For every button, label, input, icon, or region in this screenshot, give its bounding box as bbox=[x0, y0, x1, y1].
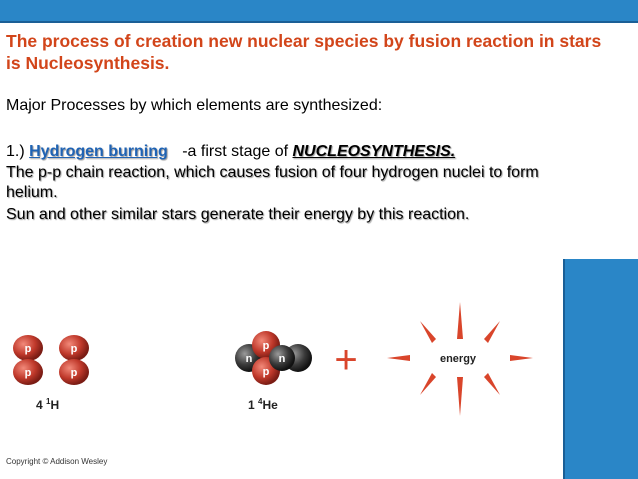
fusion-figure: p p p p n p p n + energy 4 1H 1 4He bbox=[0, 259, 563, 479]
copyright-notice: Copyright © Addison Wesley bbox=[6, 457, 108, 466]
item-number: 1.) bbox=[6, 143, 30, 160]
proton-1: p bbox=[13, 335, 43, 361]
fusion-diagram: p p p p n p p n + energy bbox=[13, 302, 533, 416]
proton-2: p bbox=[59, 335, 89, 361]
helium-nucleus: n p p n bbox=[235, 331, 312, 385]
nucleosynthesis-emphasis: NUCLEOSYNTHESIS. bbox=[292, 143, 456, 160]
top-accent-line bbox=[0, 21, 638, 23]
hydrogen-burning-term: Hydrogen burning bbox=[29, 143, 168, 160]
energy-label: energy bbox=[440, 353, 477, 365]
svg-text:p: p bbox=[263, 340, 270, 352]
reactant-label: 4 1H bbox=[36, 397, 60, 412]
svg-text:p: p bbox=[25, 367, 32, 379]
svg-text:n: n bbox=[279, 353, 286, 365]
reactant-protons: p p p p bbox=[13, 335, 89, 385]
top-accent-bar bbox=[0, 0, 638, 21]
side-accent-edge bbox=[563, 259, 565, 479]
neutron-center: n bbox=[269, 345, 295, 371]
side-accent-panel bbox=[563, 259, 638, 479]
item-line: 1.) Hydrogen burning -a first stage of N… bbox=[6, 142, 626, 162]
slide-title: The process of creation new nuclear spec… bbox=[6, 31, 602, 73]
intro-text: Major Processes by which elements are sy… bbox=[6, 97, 383, 114]
item-description: -a first stage of bbox=[177, 143, 293, 160]
sun-energy-text: Sun and other similar stars generate the… bbox=[6, 206, 470, 223]
svg-text:p: p bbox=[71, 367, 78, 379]
proton-4: p bbox=[59, 359, 89, 385]
pp-chain-text: The p-p chain reaction, which causes fus… bbox=[6, 164, 539, 201]
proton-3: p bbox=[13, 359, 43, 385]
svg-text:p: p bbox=[25, 343, 32, 355]
energy-starburst-icon bbox=[387, 302, 533, 416]
product-label: 1 4He bbox=[248, 397, 278, 412]
plus-sign: + bbox=[334, 338, 357, 382]
svg-text:n: n bbox=[246, 353, 253, 365]
svg-text:p: p bbox=[71, 343, 78, 355]
svg-text:p: p bbox=[263, 366, 270, 378]
